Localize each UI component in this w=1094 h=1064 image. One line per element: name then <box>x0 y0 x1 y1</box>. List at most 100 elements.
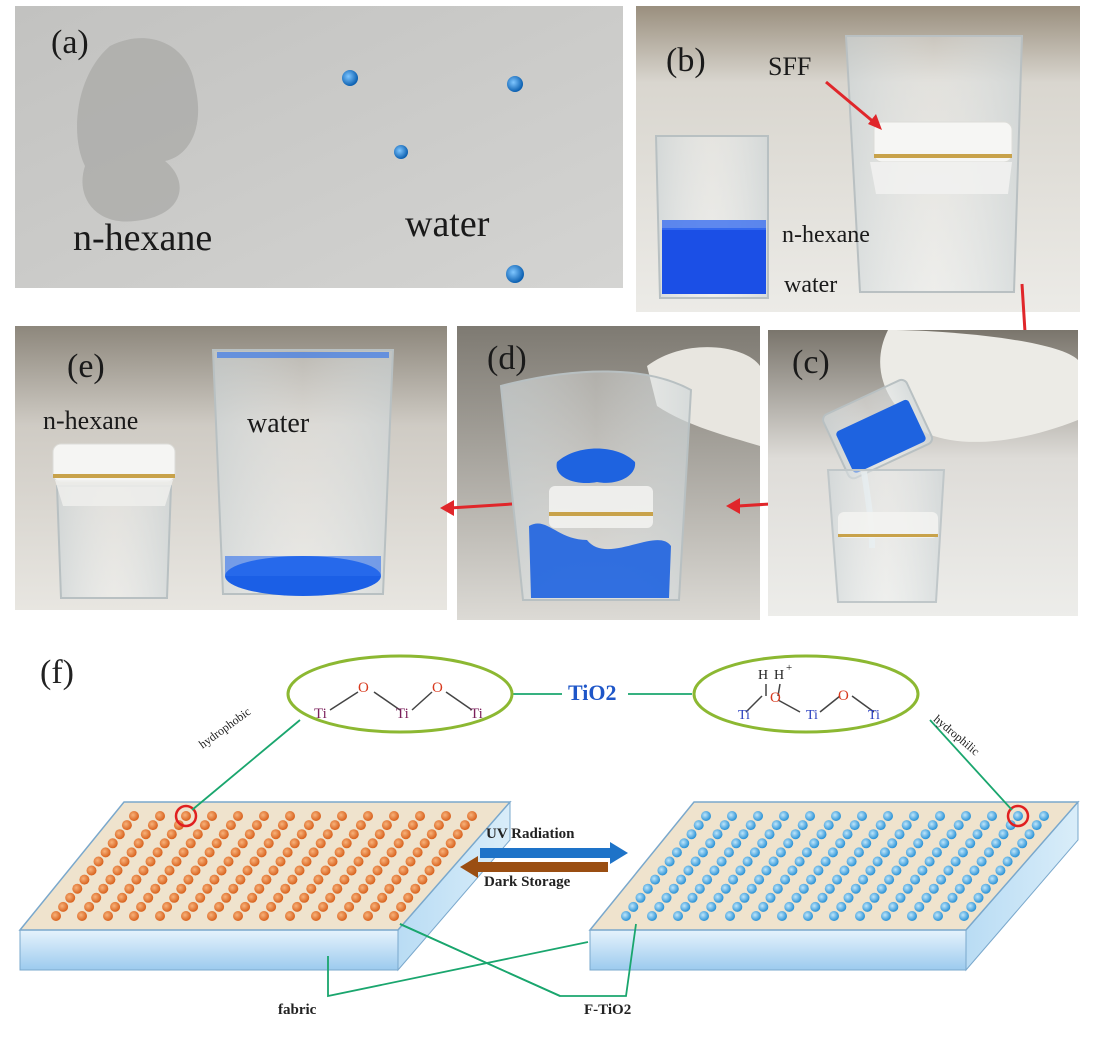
fabric-dot <box>910 874 921 885</box>
atom-label: O <box>432 680 443 696</box>
fabric-dot <box>697 847 708 858</box>
fabric-dot <box>907 911 917 921</box>
fabric-dot <box>166 829 177 840</box>
fabric-dot <box>810 901 821 912</box>
fabric-dot <box>832 874 843 885</box>
panel-b-water-label: water <box>784 272 838 298</box>
fabric-dot <box>972 829 983 840</box>
fabric-dot <box>850 883 861 894</box>
fabric-dot <box>242 865 253 876</box>
fabric-dot <box>823 820 834 831</box>
fabric-dot <box>176 883 187 894</box>
fabric-dot <box>928 883 939 894</box>
fabric-dot <box>797 820 808 831</box>
d-blue-water-top <box>556 448 636 484</box>
fabric-dot <box>296 829 307 840</box>
fabric-dot <box>259 811 269 821</box>
fabric-dot <box>360 847 371 858</box>
fabric-dot <box>424 865 435 876</box>
fabric-dot <box>699 911 709 921</box>
fabric-dot <box>976 856 987 867</box>
fabric-dot <box>998 829 1009 840</box>
f-tio2-label: F-TiO2 <box>584 1002 632 1018</box>
fabric-dot <box>202 883 213 894</box>
fabric-dot <box>370 901 381 912</box>
water-droplet <box>342 70 358 86</box>
atom-label: Ti <box>396 706 409 722</box>
fabric-dot <box>407 820 418 831</box>
fabric-dot <box>988 874 999 885</box>
fabric-dot <box>126 847 137 858</box>
fabric-dot <box>181 911 191 921</box>
fabric-dot <box>935 811 945 821</box>
fabric-dot <box>233 811 243 821</box>
fabric-dot <box>987 811 997 821</box>
fabric-dot <box>138 865 149 876</box>
fabric-dot <box>204 847 215 858</box>
fabric-dot <box>103 911 113 921</box>
fabric-dot <box>798 883 809 894</box>
fabric-dot <box>876 883 887 894</box>
fabric-dot <box>824 883 835 894</box>
fabric-dot <box>739 892 750 903</box>
panel-b: (b) SFF n-hexane water <box>636 6 1080 312</box>
fabric-dot <box>1009 847 1020 858</box>
fabric-dot <box>230 847 241 858</box>
fabric-dot <box>654 901 665 912</box>
fabric-dot <box>920 829 931 840</box>
fabric-dot <box>197 856 208 867</box>
fabric-dot <box>275 856 286 867</box>
fabric-dot <box>749 847 760 858</box>
panel-b-photo <box>636 6 1080 312</box>
fabric-dot <box>943 865 954 876</box>
fabric-dot <box>887 838 898 849</box>
uv-radiation-arrow <box>480 842 628 864</box>
fabric-dot <box>308 847 319 858</box>
fabric-dot <box>719 820 730 831</box>
fabric-dot <box>686 829 697 840</box>
fabric-dot <box>129 811 139 821</box>
fabric-dot <box>827 847 838 858</box>
fabric-dot <box>244 829 255 840</box>
fabric-dot <box>363 811 373 821</box>
fabric-dot <box>913 838 924 849</box>
fabric-dot <box>846 856 857 867</box>
fabric-dot <box>712 829 723 840</box>
panel-c: (c) <box>768 330 1078 616</box>
fabric-dot <box>256 847 267 858</box>
fabric-dot <box>358 883 369 894</box>
fabric-dot <box>433 820 444 831</box>
fabric-dot <box>410 883 421 894</box>
panel-c-letter: (c) <box>792 344 830 381</box>
fabric-dot <box>107 838 118 849</box>
fabric-dot <box>839 865 850 876</box>
fabric-dot <box>386 847 397 858</box>
fabric-dot <box>355 820 366 831</box>
left-molecule-bonds <box>329 691 473 711</box>
fabric-dot <box>765 892 776 903</box>
fabric-dot <box>322 829 333 840</box>
atom-label: Ti <box>868 708 880 723</box>
fabric-dot <box>218 829 229 840</box>
fabric-dot <box>405 856 416 867</box>
fabric-dot <box>185 838 196 849</box>
fabric-dot <box>857 811 867 821</box>
fabric-dot <box>72 883 83 894</box>
atom-label: H <box>758 668 769 683</box>
fabric-dot <box>940 901 951 912</box>
fabric-dot <box>114 829 125 840</box>
fabric-dot <box>720 883 731 894</box>
fabric-dot <box>259 911 269 921</box>
fabric-dot <box>787 865 798 876</box>
uv-radiation-label: UV Radiation <box>486 826 575 842</box>
fabric-dot <box>398 865 409 876</box>
fabric-dot <box>195 892 206 903</box>
fabric-dot <box>784 901 795 912</box>
blue-dot-grid <box>621 811 1049 921</box>
fabric-dot <box>240 901 251 912</box>
panel-a: (a) n-hexane water <box>15 6 623 288</box>
water-droplet <box>506 265 524 283</box>
gloved-hand <box>647 347 760 446</box>
fabric-dot <box>983 847 994 858</box>
fabric-dot <box>980 883 991 894</box>
